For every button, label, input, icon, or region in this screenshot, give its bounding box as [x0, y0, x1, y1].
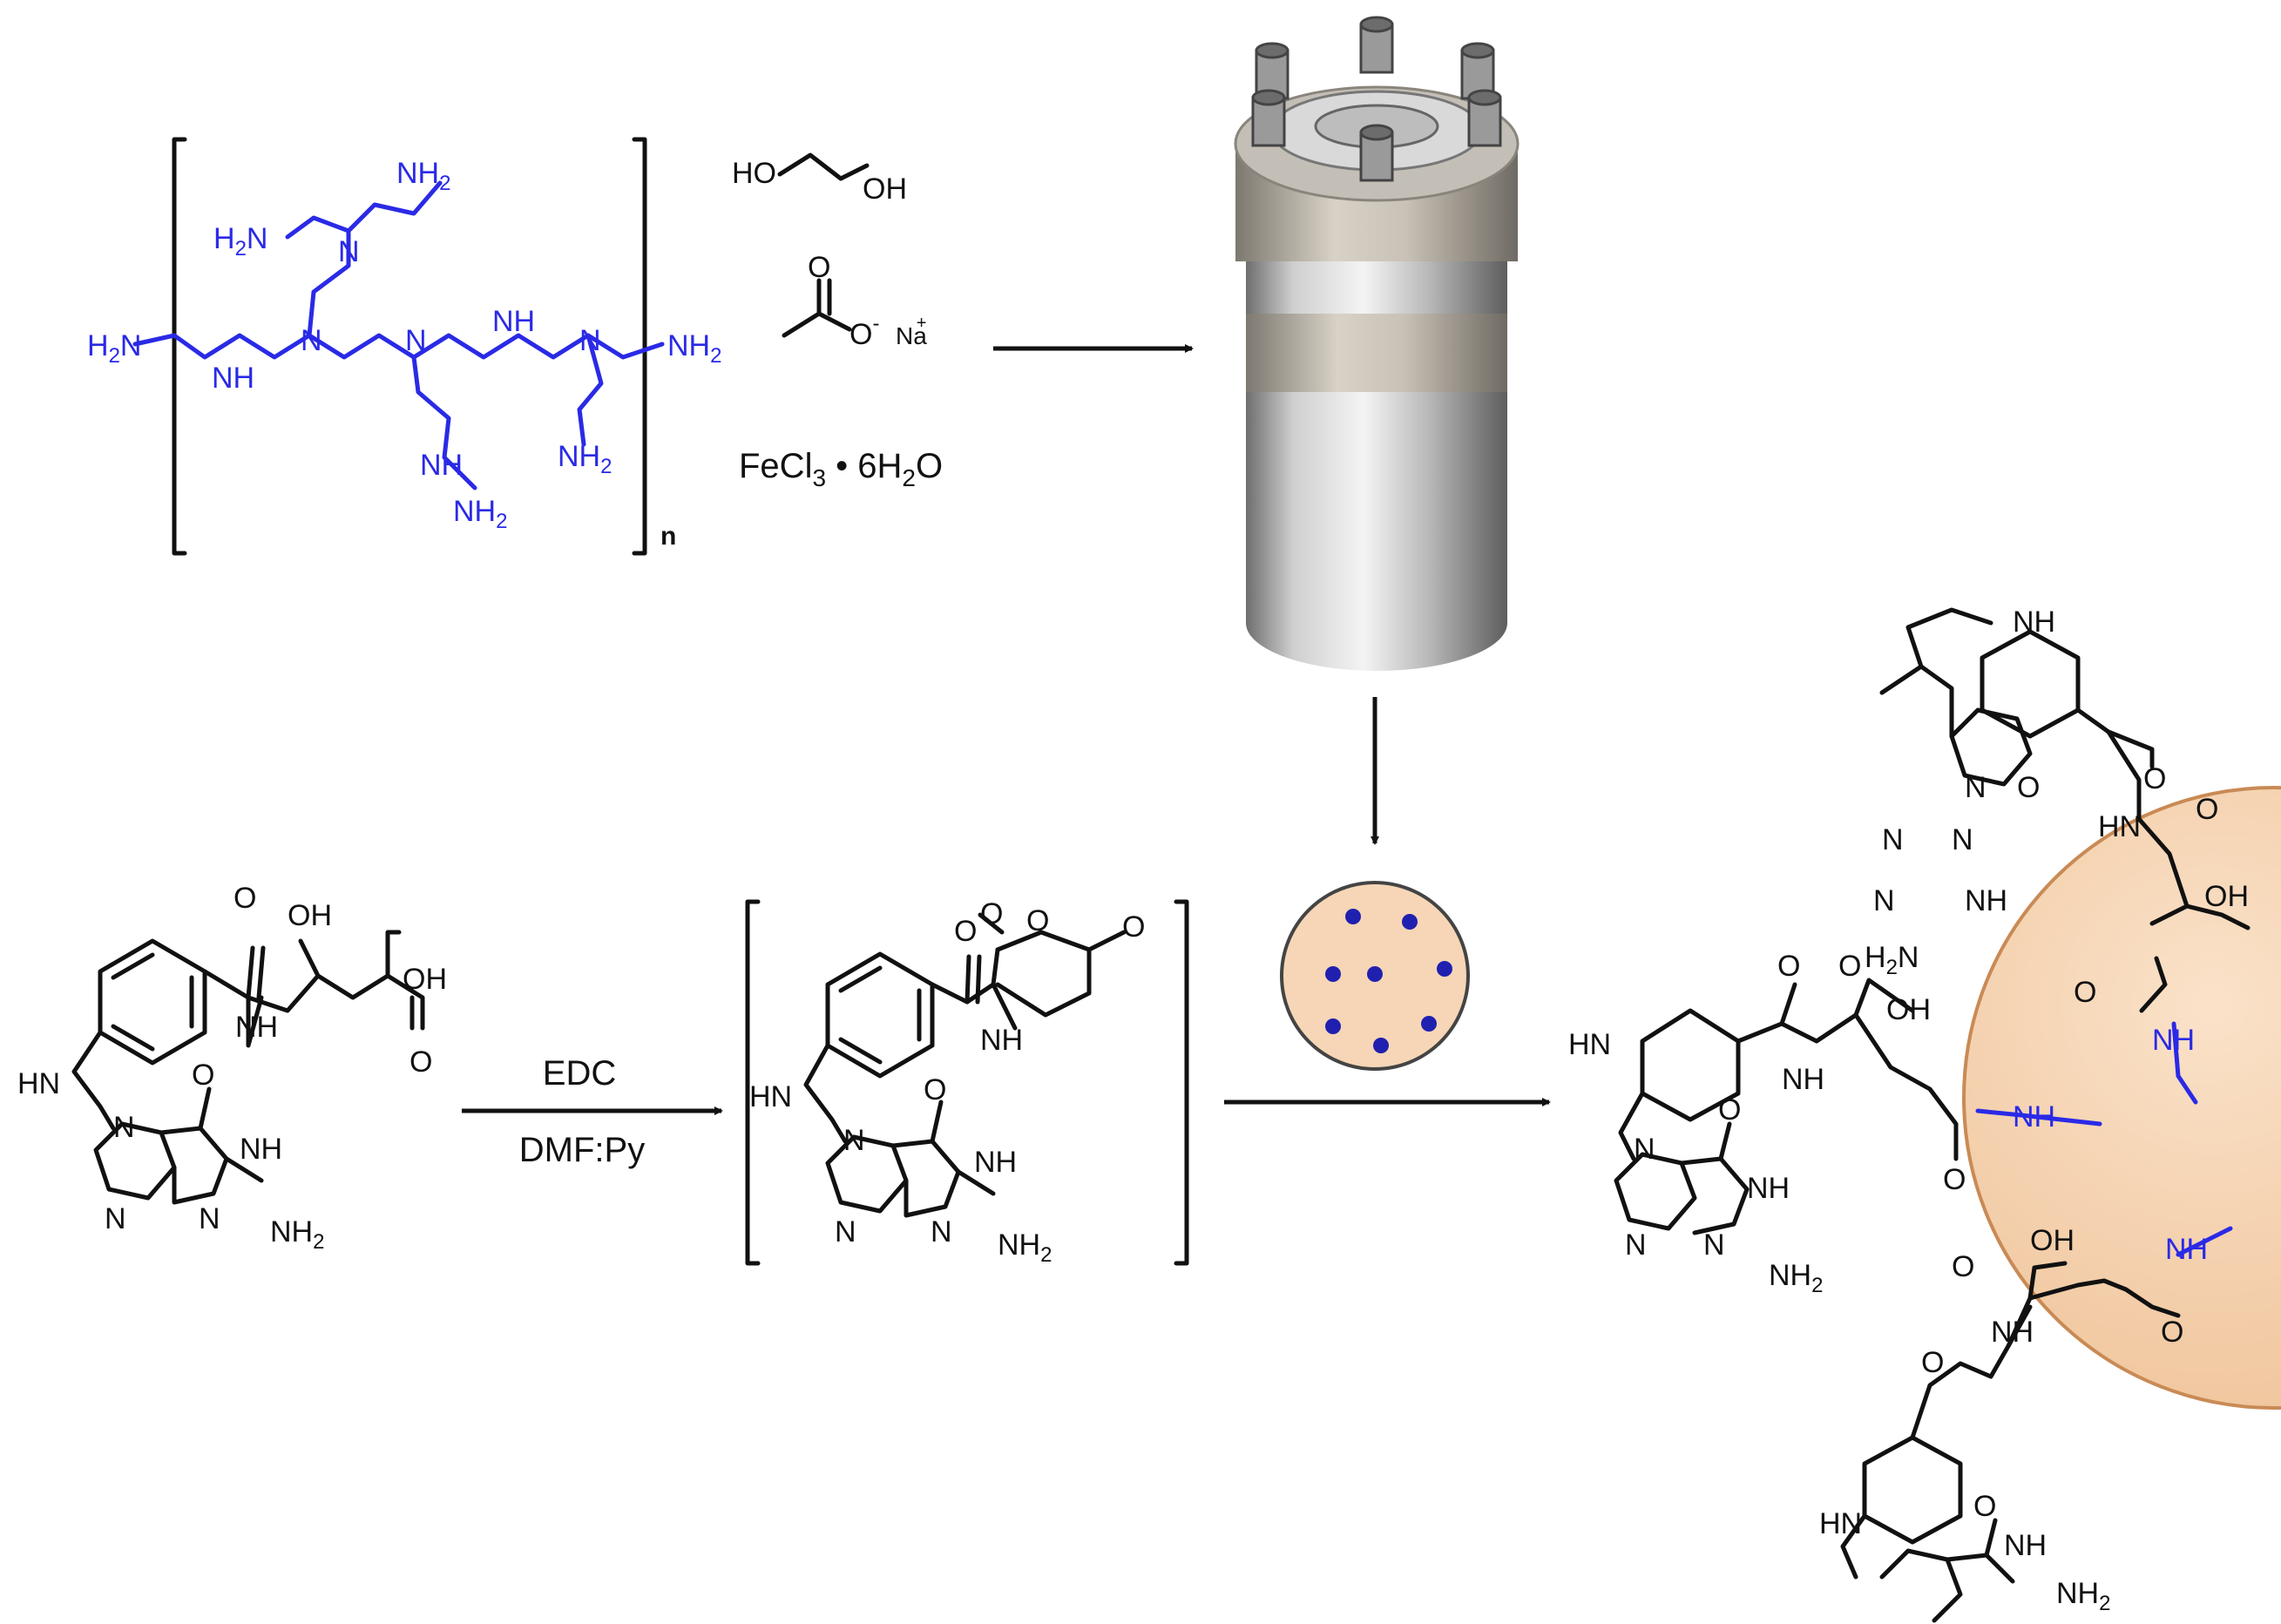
ho-label: HO [732, 157, 776, 190]
cj-top-o-3: O [2196, 793, 2218, 826]
cj-mid-o-1: O [1777, 950, 1800, 983]
fa-oh-2: OH [403, 963, 447, 996]
int-nh2: NH2 [998, 1228, 1052, 1267]
cj-top-nh: NH [1965, 884, 2007, 917]
cj-top-n-1: N [1882, 823, 1904, 856]
int-o-ring: O [1026, 904, 1049, 937]
int-o-1: O [954, 915, 977, 948]
cj-bot-o-3: O [2161, 1316, 2183, 1349]
cj-mid-n-2: N [1625, 1228, 1647, 1262]
cj-bot-nh2: NH2 [2056, 1577, 2110, 1615]
cj-mid-o-4: O [1718, 1093, 1741, 1127]
fa-nh-amide: NH [235, 1011, 278, 1044]
repeat-bracket-left [172, 137, 187, 556]
cj-bot-oh: OH [2030, 1224, 2075, 1257]
fa-n-3: N [199, 1202, 220, 1235]
oh-label: OH [863, 173, 907, 206]
ethylene-glycol: HO OH [732, 152, 907, 206]
pei-nh2-right-label: NH2 [667, 329, 721, 368]
cj-top-hn: HN [2098, 810, 2141, 843]
cj-top-o-1: O [2017, 771, 2040, 804]
nanoparticle-dish-icon [1280, 881, 1470, 1071]
cj-mid-nh2: NH2 [1769, 1259, 1823, 1297]
cj-mid-o-2: O [1838, 950, 1861, 983]
dmf-py-label: DMF:Py [519, 1131, 645, 1169]
fa-oh-1: OH [288, 899, 332, 932]
repeat-bracket-right [632, 137, 647, 556]
cj-mid-o-3: O [1943, 1163, 1966, 1196]
cj-top-n-2: N [1873, 884, 1895, 917]
cj-top-oh: OH [2204, 880, 2249, 913]
folate-conjugate: N N N N O NH H2N NH O HN O OH O NH HN O … [1568, 606, 2251, 1623]
cj-mid-hn: HN [1568, 1028, 1611, 1061]
cj-bot-hn: HN [1819, 1507, 1862, 1540]
fa-o-3: O [192, 1059, 214, 1092]
cj-mid-nh: NH [1782, 1063, 1824, 1096]
int-n-1: N [843, 1124, 865, 1157]
int-n-3: N [931, 1215, 952, 1248]
pei-nh2-lower-label: NH2 [453, 495, 507, 533]
fa-nh-ring: NH [240, 1133, 282, 1166]
cj-bot-nh-blue: NH [2165, 1233, 2208, 1266]
pei-n-2-label: N [405, 324, 427, 357]
acetate-o-label: O [808, 251, 830, 284]
cj-mid-n-1: N [1634, 1133, 1655, 1166]
cj-bot-nh-ring: NH [2004, 1529, 2047, 1562]
int-nh: NH [980, 1024, 1023, 1057]
cj-bot-o-4: O [1973, 1490, 1996, 1523]
cj-top-n-3: N [1965, 771, 1987, 804]
fa-o-2: O [409, 1045, 432, 1079]
pei-nh-rotated-label: NH [212, 362, 254, 395]
nanoparticle-sphere [1962, 786, 2281, 1410]
int-o-4: O [924, 1073, 946, 1106]
cj-bot-o-2: O [1952, 1250, 1974, 1283]
pei-n-1-label: N [301, 324, 322, 357]
svg-text:FeCl3 • 6H2O: FeCl3 • 6H2O [739, 447, 943, 491]
cj-bot-nh: NH [1991, 1316, 2034, 1349]
repeat-n-label: n [660, 522, 676, 551]
fa-n-2: N [105, 1202, 126, 1235]
pei-polymer: n H2N NH2 NH2 H2N N N N NH N NH NH NH2 N… [87, 137, 721, 556]
cj-mid-n-3: N [1703, 1228, 1725, 1262]
pei-nh2-right-lower-label: NH2 [558, 440, 612, 478]
pei-nh2-top-label: NH2 [396, 157, 450, 195]
pei-nh-lower-label: NH [420, 449, 463, 482]
cj-top-o-2: O [2143, 762, 2166, 795]
cj-top-nh-linker: NH [2013, 606, 2055, 639]
iron-chloride-hexahydrate: FeCl3 • 6H2O [739, 447, 943, 491]
cj-top-h2n: H2N [1865, 941, 1919, 979]
int-o-3: O [980, 897, 1003, 930]
cj-mid-nh-blue: NH [2013, 1100, 2055, 1133]
fa-nh2: NH2 [270, 1215, 324, 1254]
pei-h2n-branch-label: H2N [213, 222, 267, 261]
fa-o-1: O [234, 882, 256, 915]
anhydride-intermediate: O O O O NH HN N O NH N N NH2 [745, 897, 1189, 1267]
cj-top-n-4: N [1952, 823, 1973, 856]
pei-nh-label: NH [492, 305, 535, 338]
pei-n-top-label: N [338, 235, 360, 268]
int-o-2: O [1122, 910, 1145, 944]
sodium-acetate: O O- Na+ [782, 251, 927, 351]
pei-n-3-label: N [579, 324, 601, 357]
folic-acid: O OH NH OH O HN N O NH N N NH2 [17, 882, 447, 1254]
fa-n-1: N [113, 1111, 135, 1144]
autoclave-icon [1234, 16, 1520, 671]
int-nh-ring: NH [974, 1146, 1017, 1179]
cj-mid-nh-ring: NH [1747, 1172, 1790, 1205]
na-label: Na+ [896, 314, 927, 349]
cj-top-nh-blue: NH [2152, 1024, 2195, 1057]
pei-nh2-left-label: H2N [87, 329, 141, 368]
int-n-2: N [835, 1215, 856, 1248]
int-hn: HN [749, 1080, 792, 1113]
cj-top-o-4: O [2074, 976, 2096, 1009]
cj-bot-o-1: O [1921, 1346, 1944, 1379]
fa-hn: HN [17, 1067, 60, 1100]
edc-label: EDC [543, 1054, 616, 1093]
cj-mid-oh: OH [1886, 993, 1931, 1026]
acetate-o-minus-label: O- [849, 312, 879, 351]
